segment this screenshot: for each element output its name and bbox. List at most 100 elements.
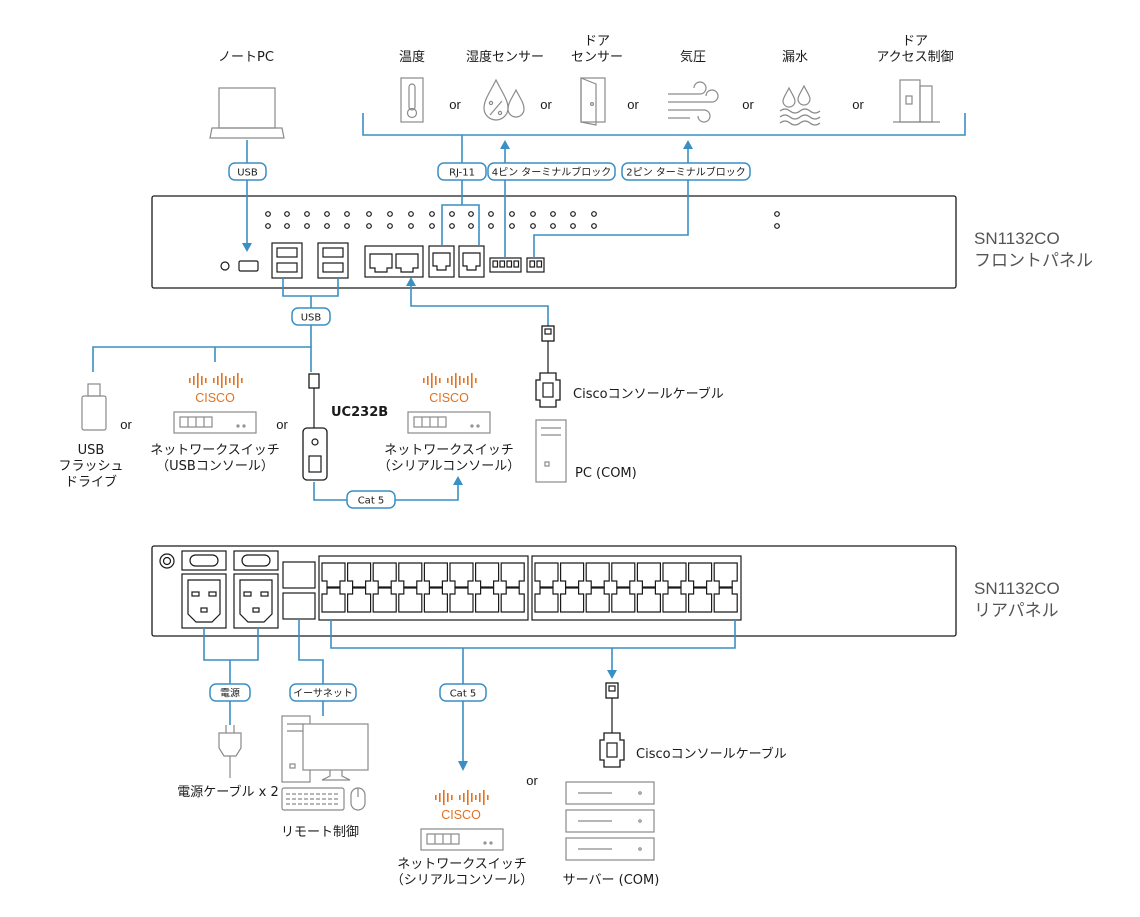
flash-label-3: ドライブ <box>65 474 117 490</box>
cisco-logo-icon <box>189 373 243 388</box>
rear-switch-label-1: ネットワークスイッチ <box>397 857 527 872</box>
serial-port <box>475 562 500 588</box>
lan-port-1 <box>282 561 316 589</box>
serial-port <box>585 587 610 613</box>
remote-computer-icon <box>281 715 369 783</box>
uc232b-label: UC232B <box>331 405 388 420</box>
usb-port-group-1 <box>271 242 303 279</box>
network-switch-icon <box>173 411 257 434</box>
or-text: or <box>526 773 538 788</box>
power-inlet-2 <box>233 573 279 629</box>
serial-switch-label-2: （シリアルコンソール） <box>378 459 521 474</box>
thermometer-icon <box>400 77 424 123</box>
serial-port <box>611 587 636 613</box>
serial-ports-top-row <box>321 562 738 588</box>
serial-port <box>347 587 372 613</box>
rear-panel-model: SN1132CO <box>974 579 1060 598</box>
rj11-connection-tag: RJ-11 <box>437 162 487 181</box>
water-leak-icon <box>779 84 821 126</box>
serial-port <box>534 587 559 613</box>
front-panel-model: SN1132CO <box>974 229 1060 248</box>
serial-port <box>662 587 687 613</box>
arrow-up-icon <box>500 140 510 149</box>
arrow-up-icon <box>453 476 463 485</box>
network-switch-icon <box>420 828 504 851</box>
serial-port <box>534 562 559 588</box>
serial-port <box>372 587 397 613</box>
serial-port <box>321 562 346 588</box>
usb-devices: USB フラッシュ ドライブ or CISCO ネットワークスイッチ <box>58 373 521 509</box>
svg-text:Cat 5: Cat 5 <box>358 496 385 507</box>
cat5-rear-connection-tag: Cat 5 <box>439 683 487 702</box>
serial-port <box>372 562 397 588</box>
or-text: or <box>742 97 754 112</box>
keyboard-icon <box>281 787 345 811</box>
usb-connection-tag: USB <box>228 162 267 181</box>
sensor-door-label-1: ドア <box>584 34 610 49</box>
or-text: or <box>627 97 639 112</box>
sensor-humidity-label: 湿度センサー <box>466 49 544 65</box>
serial-port <box>713 562 738 588</box>
svg-text:2ピン ターミナルブロック: 2ピン ターミナルブロック <box>626 166 746 179</box>
server-stack-icon <box>565 781 655 861</box>
serial-ports-bottom-row <box>321 587 738 613</box>
arrow-down-icon <box>458 761 468 771</box>
front-connections: USB RJ-11 4ピン ターミナルブロック 2ピン ターミナルブロック US… <box>92 135 751 372</box>
sensor-pressure-label: 気圧 <box>680 49 706 65</box>
usb-switch-label-1: ネットワークスイッチ <box>150 443 280 458</box>
or-text: or <box>276 417 288 432</box>
serial-port <box>423 587 448 613</box>
serial-port <box>449 562 474 588</box>
power-inlet-1 <box>181 573 227 629</box>
serial-port <box>713 587 738 613</box>
sensor-temperature-label: 温度 <box>399 49 425 65</box>
sensor-access-label-1: ドア <box>902 34 928 49</box>
svg-text:USB: USB <box>301 313 322 324</box>
laptop-icon <box>209 87 285 139</box>
serial-port <box>560 587 585 613</box>
front-panel-name: フロントパネル <box>974 251 1093 270</box>
serial-port <box>662 562 687 588</box>
flash-label-2: フラッシュ <box>58 459 123 474</box>
serial-port <box>347 562 372 588</box>
serial-port <box>688 587 713 613</box>
serial-port <box>560 562 585 588</box>
serial-port <box>500 587 525 613</box>
serial-port <box>611 562 636 588</box>
arrow-up-icon <box>406 277 416 286</box>
serial-port <box>475 587 500 613</box>
rear-panel-name: リアパネル <box>974 601 1059 620</box>
cisco-brand-text: CISCO <box>195 391 235 405</box>
serial-port <box>449 587 474 613</box>
door-access-icon <box>893 79 940 123</box>
power-switch-1 <box>181 550 227 571</box>
arrow-down-icon <box>242 243 252 252</box>
serial-port <box>636 562 661 588</box>
server-label: サーバー (COM) <box>563 873 660 888</box>
network-switch-icon <box>407 411 491 434</box>
svg-text:USB: USB <box>237 168 258 179</box>
laptop: ノートPC <box>209 50 285 139</box>
front-console-devices: Ciscoコンソールケーブル PC (COM) <box>535 325 724 483</box>
serial-port <box>585 562 610 588</box>
power-plug-icon <box>218 725 242 778</box>
or-text: or <box>120 417 132 432</box>
pc-tower-icon <box>535 419 567 483</box>
arrow-up-icon <box>683 140 693 149</box>
uc232b-adapter-icon <box>302 373 328 481</box>
rear-panel: SN1132CO リアパネル <box>151 545 1060 637</box>
serial-port-bank-2 <box>531 555 742 621</box>
usb-port-group-2 <box>317 242 349 279</box>
flash-label-1: USB <box>78 443 105 458</box>
terminal4-connection-tag: 4ピン ターミナルブロック <box>487 162 616 181</box>
serial-port <box>398 562 423 588</box>
svg-text:4ピン ターミナルブロック: 4ピン ターミナルブロック <box>492 166 612 179</box>
door-icon <box>580 77 606 126</box>
rear-switch-label-2: （シリアルコンソール） <box>391 873 534 888</box>
led-pair-right <box>774 211 780 229</box>
or-text: or <box>852 97 864 112</box>
serial-switch-label-1: ネットワークスイッチ <box>384 443 514 458</box>
rear-devices: 電源ケーブル x 2 リモート制御 <box>177 682 787 888</box>
terminal-block-2pin <box>526 257 545 273</box>
